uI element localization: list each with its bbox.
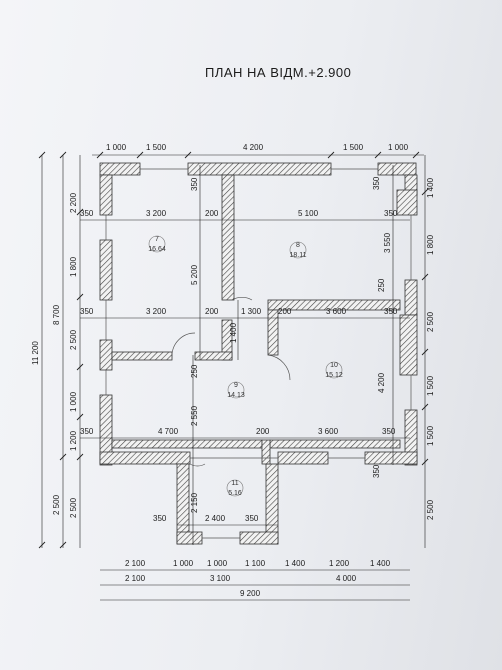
room-number: 10 [330,362,338,369]
dimension-lines [41,154,426,601]
dim-row: 350 [80,209,94,218]
dim-row: 350 [80,307,94,316]
room-area: 16.64 [148,246,166,253]
dim-left: 1 800 [69,256,78,277]
dim-row: 350 [382,427,396,436]
dim-top: 1 000 [106,143,127,152]
plan-title: ПЛАН НА ВІДМ.+2.900 [205,65,351,80]
dim-row: 200 [205,209,219,218]
dim-row: 350 [384,209,398,218]
room-area: 5.16 [228,490,242,497]
dim-left: 2 200 [69,192,78,213]
dim-top: 1 000 [388,143,409,152]
dim-bottom: 2 100 [125,559,146,568]
dim-vert: 4 200 [377,372,386,393]
dim-right: 2 500 [426,499,435,520]
dim-row: 350 [384,307,398,316]
dim-row: 2 400 [205,514,226,523]
dim-top: 4 200 [243,143,264,152]
dim-row: 200 [278,307,292,316]
dim-right: 1 800 [426,234,435,255]
dimension-ticks [38,151,429,549]
dim-vert: 350 [372,464,381,478]
walls [99,162,418,545]
room-number: 9 [234,382,238,389]
dim-vert: 250 [190,364,199,378]
dim-bottom: 1 200 [329,559,350,568]
dim-vert: 350 [372,176,381,190]
dim-row: 200 [205,307,219,316]
dim-top: 1 500 [343,143,364,152]
dim-left-mid: 2 500 [52,494,61,515]
dim-left-total: 11 200 [31,341,40,365]
dim-left: 1 000 [69,391,78,412]
room-number: 11 [231,480,238,487]
windows [105,168,412,539]
room-area: 18.11 [290,252,307,259]
dim-bottom-total: 9 200 [240,589,261,598]
dim-row: 5 100 [298,209,319,218]
dim-vert: 5 200 [190,264,199,285]
dim-bottom: 3 100 [210,574,231,583]
dim-row: 200 [256,427,270,436]
dim-bottom: 1 400 [370,559,391,568]
dimension-labels: 1 000 1 500 4 200 1 500 1 000 11 200 8 7… [31,143,435,598]
dim-vert: 2 150 [190,492,199,513]
room-labels: 7 16.64 8 18.11 9 14.13 10 15.12 11 5.16 [148,235,343,497]
dim-right: 2 500 [426,311,435,332]
room-number: 8 [296,242,300,249]
dim-left: 1 200 [69,430,78,451]
dim-row: 3 600 [318,427,339,436]
dim-row: 3 200 [146,307,167,316]
dim-top: 1 500 [146,143,167,152]
doors [171,296,291,467]
dim-vert: 350 [190,177,199,191]
dim-row: 3 600 [326,307,347,316]
dim-vert: 2 550 [190,405,199,426]
room-number: 7 [155,236,159,243]
dim-row: 350 [245,514,259,523]
dim-right: 1 500 [426,425,435,446]
dim-bottom: 1 000 [207,559,228,568]
dim-bottom: 1 400 [285,559,306,568]
dim-row: 4 700 [158,427,179,436]
dim-bottom: 4 000 [336,574,357,583]
room-area: 14.13 [227,392,245,399]
dim-left: 2 500 [69,497,78,518]
room-area: 15.12 [325,372,343,379]
dim-row: 3 200 [146,209,167,218]
dim-right: 1 500 [426,375,435,396]
dim-left-mid: 8 700 [52,304,61,325]
dim-right: 1 400 [426,177,435,198]
dim-vert: 250 [377,278,386,292]
dim-row: 350 [153,514,167,523]
dim-row: 350 [80,427,94,436]
dim-vert: 3 550 [383,232,392,253]
dim-vert: 1 400 [229,322,238,343]
dim-bottom: 1 100 [245,559,266,568]
dim-left: 2 500 [69,329,78,350]
dim-bottom: 1 000 [173,559,194,568]
dim-row: 1 300 [241,307,262,316]
dim-bottom: 2 100 [125,574,146,583]
